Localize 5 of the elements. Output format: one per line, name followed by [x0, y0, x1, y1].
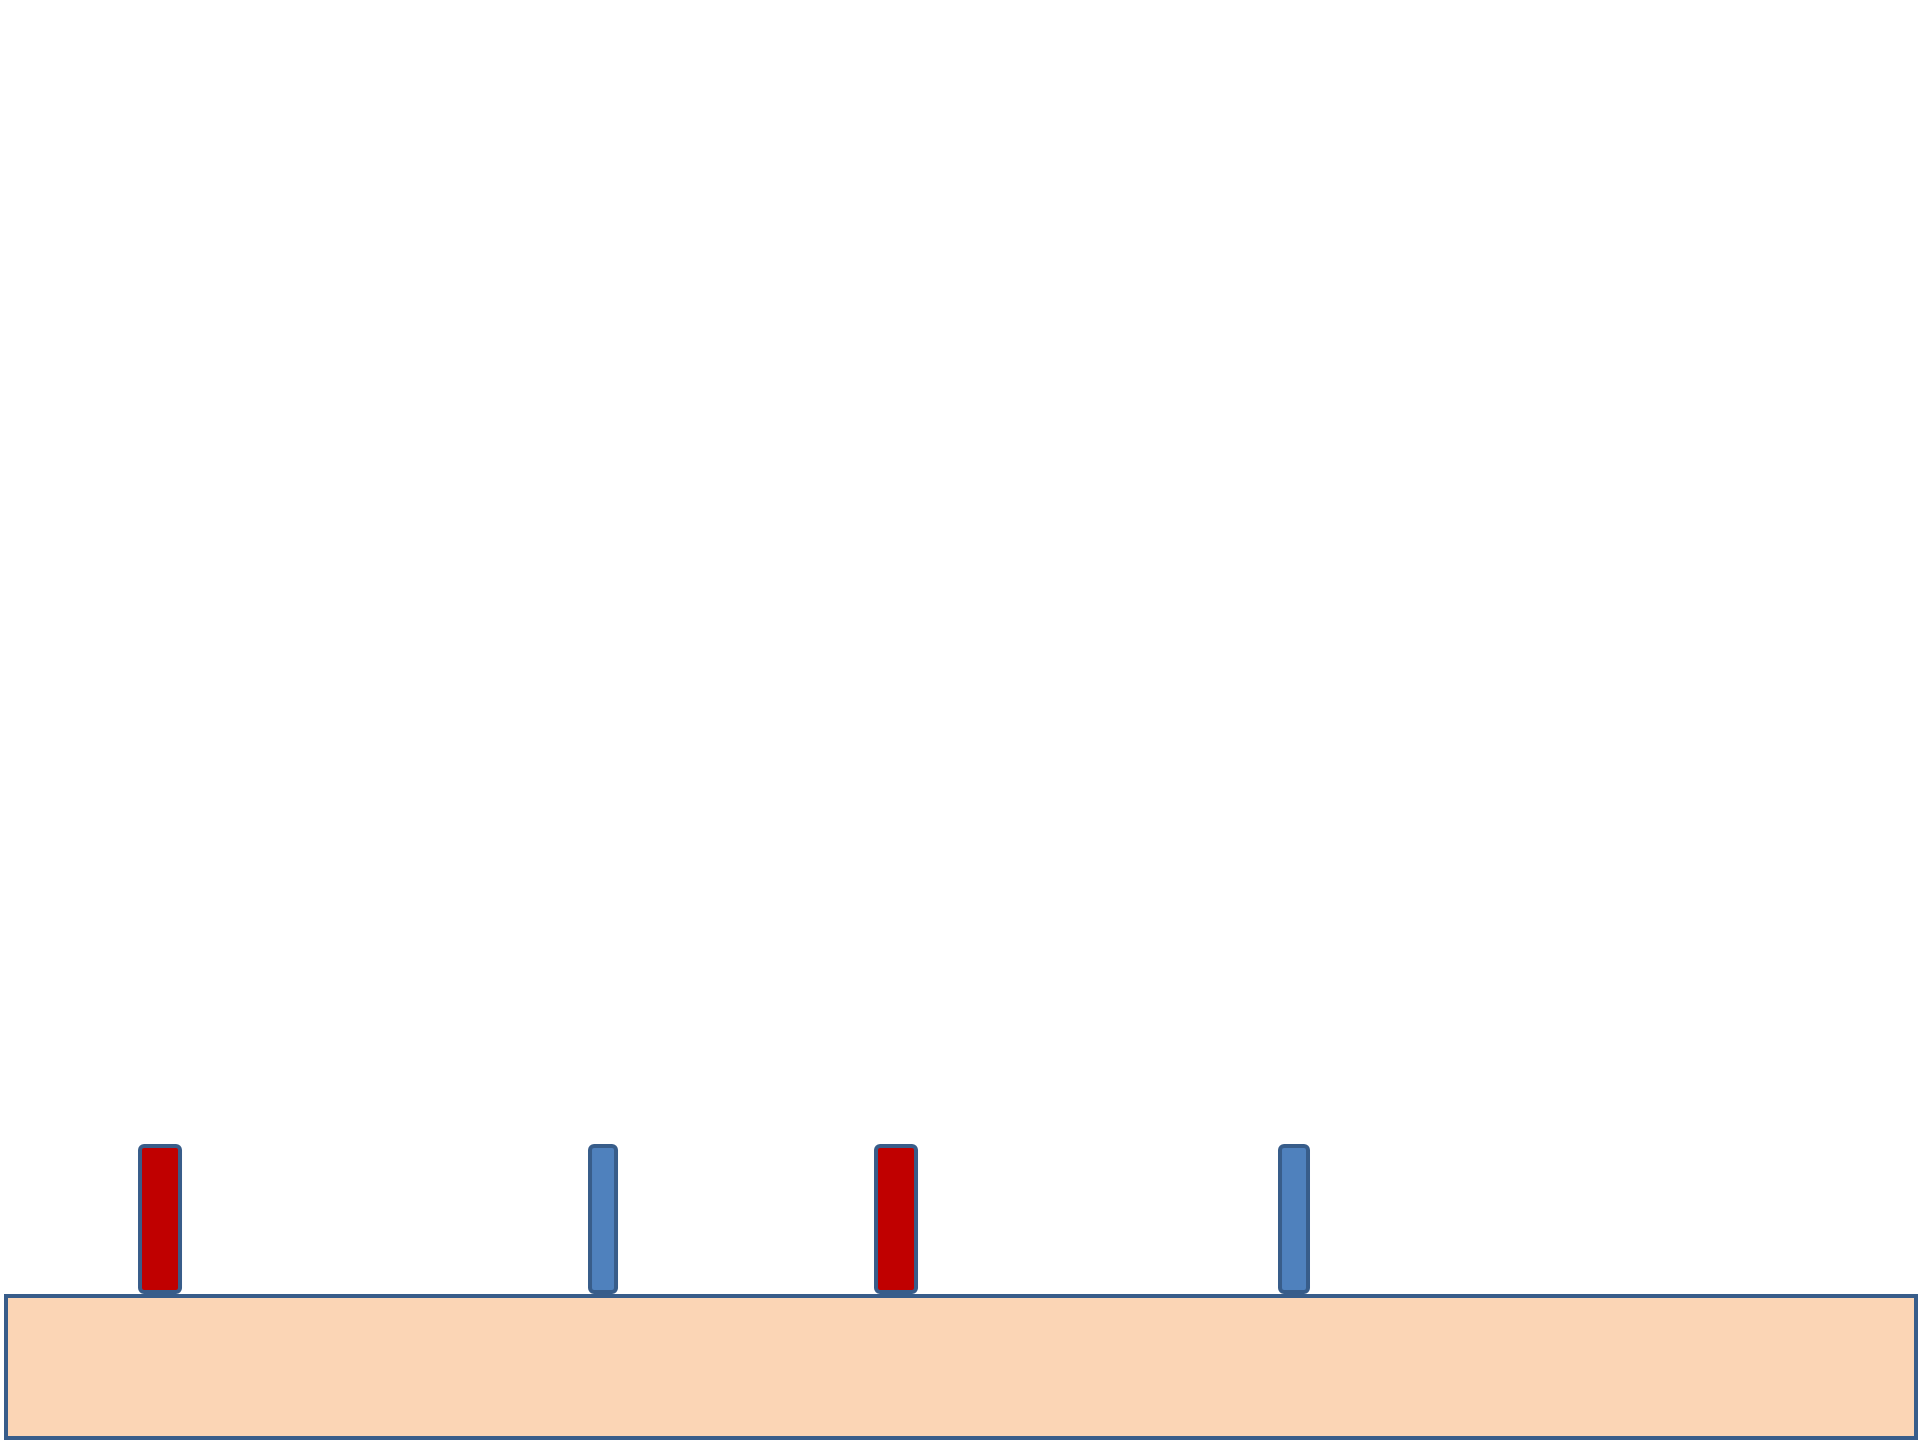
post: [1278, 1144, 1310, 1294]
post: [874, 1144, 918, 1294]
post: [588, 1144, 618, 1294]
post: [138, 1144, 182, 1294]
ground-strip: [4, 1294, 1918, 1440]
